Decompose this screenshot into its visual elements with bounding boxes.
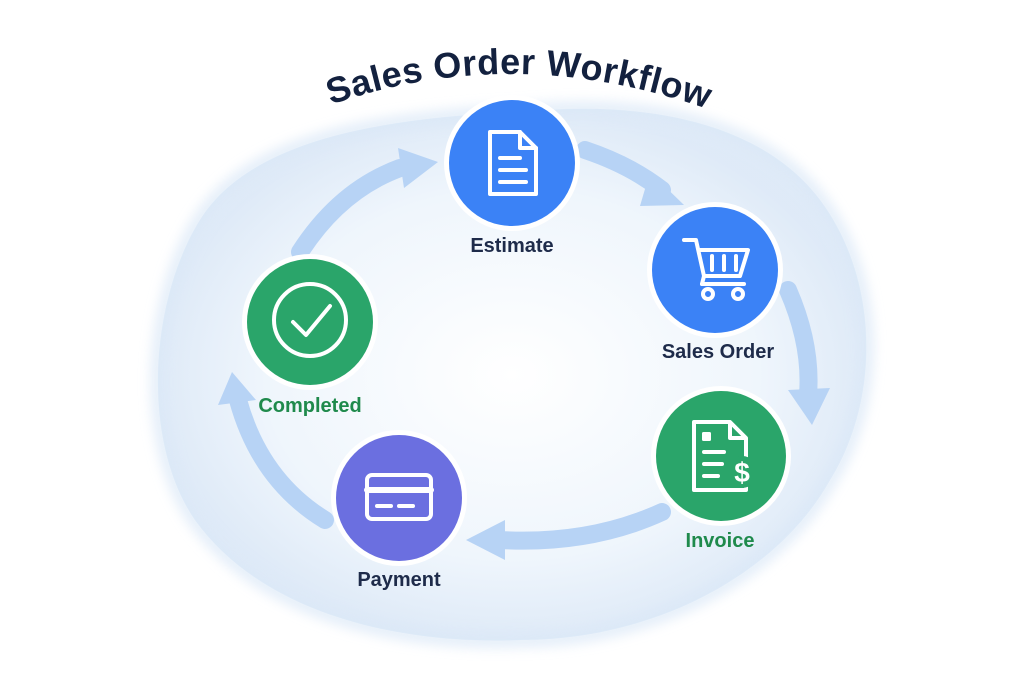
arrow-completed-to-estimate bbox=[291, 159, 409, 261]
node-label-sales-order: Sales Order bbox=[662, 341, 775, 363]
credit-card-icon bbox=[364, 473, 434, 521]
arrow-head-payment bbox=[466, 520, 505, 560]
flow-arrows bbox=[218, 141, 830, 560]
node-label-payment: Payment bbox=[357, 569, 441, 591]
arrow-payment-to-completed bbox=[229, 391, 334, 529]
checkmark-circle-icon bbox=[272, 282, 348, 358]
node-label-estimate: Estimate bbox=[470, 235, 553, 257]
invoice-dollar-icon: $ bbox=[692, 420, 758, 492]
arrow-head-sales-order bbox=[640, 172, 684, 206]
document-icon bbox=[488, 130, 538, 196]
node-estimate: Estimate bbox=[444, 95, 580, 257]
node-sales-order: Sales Order bbox=[647, 202, 783, 363]
arrow-sales-order-to-invoice bbox=[779, 281, 818, 404]
node-label-completed: Completed bbox=[258, 395, 361, 417]
arrow-head-invoice bbox=[788, 388, 830, 425]
node-payment: Payment bbox=[331, 430, 467, 591]
svg-text:$: $ bbox=[734, 457, 750, 488]
shopping-cart-icon bbox=[682, 238, 750, 301]
node-label-invoice: Invoice bbox=[686, 530, 755, 552]
arrow-head-completed bbox=[218, 372, 256, 405]
node-invoice: $ Invoice bbox=[651, 386, 791, 552]
arrow-head-estimate bbox=[398, 148, 438, 188]
arrow-invoice-to-payment bbox=[491, 503, 671, 550]
node-completed: Completed bbox=[242, 254, 378, 417]
